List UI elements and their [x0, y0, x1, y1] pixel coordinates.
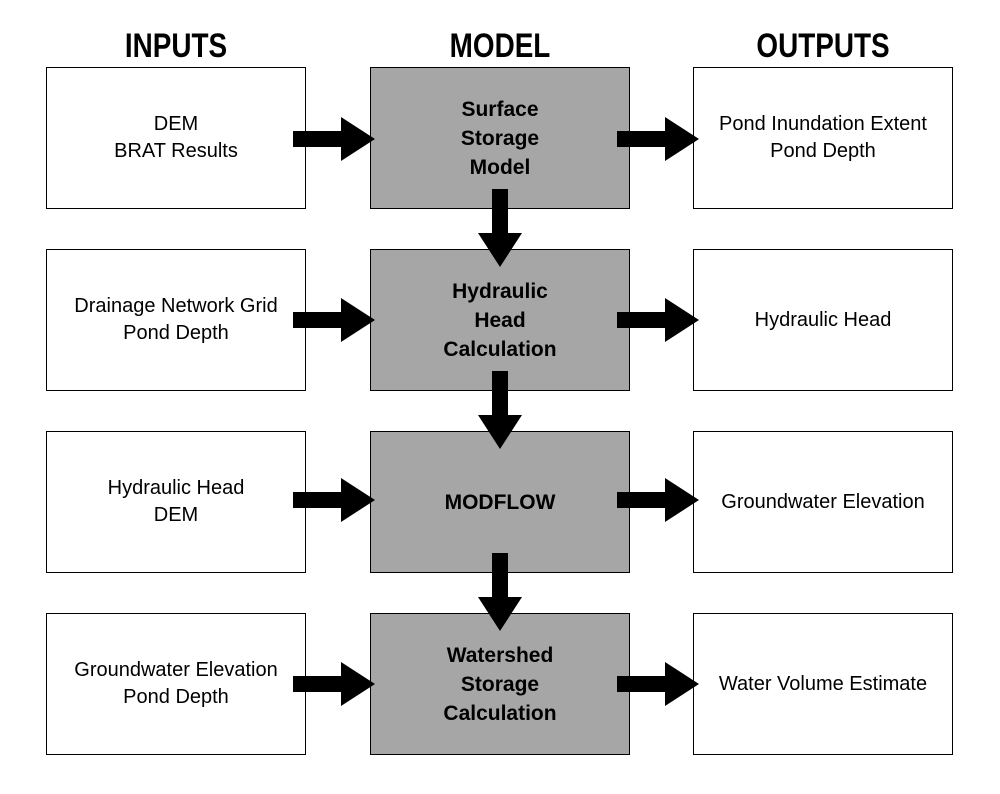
arrow-model-to-output-4 — [617, 662, 699, 706]
output-line: Pond Inundation Extent — [719, 113, 927, 135]
model-line: Surface — [461, 97, 539, 121]
input-line: DEM — [153, 504, 199, 526]
input-line: Groundwater Elevation — [74, 659, 278, 681]
inputs-header: INPUTS — [124, 27, 228, 65]
model-line: Head — [474, 308, 526, 332]
arrow-model-to-output-2 — [617, 298, 699, 342]
output-box-1: Pond Inundation Extent Pond Depth — [693, 67, 953, 209]
model-line: Model — [469, 155, 531, 179]
output-line: Water Volume Estimate — [718, 672, 928, 695]
model-box-watershed-storage: Watershed Storage Calculation — [370, 613, 630, 755]
output-line: Groundwater Elevation — [721, 490, 925, 513]
input-line: DEM — [153, 113, 199, 135]
input-line: Drainage Network Grid — [74, 295, 278, 317]
output-line: Hydraulic Head — [754, 308, 892, 331]
arrow-model-down-1 — [478, 189, 522, 267]
arrow-input-to-model-2 — [293, 298, 375, 342]
arrow-input-to-model-4 — [293, 662, 375, 706]
input-line: Pond Depth — [123, 686, 229, 708]
arrow-input-to-model-1 — [293, 117, 375, 161]
output-box-4: Water Volume Estimate — [693, 613, 953, 755]
model-line: Hydraulic — [452, 279, 548, 303]
model-line: Calculation — [443, 337, 557, 361]
arrow-model-to-output-3 — [617, 478, 699, 522]
input-line: Hydraulic Head — [107, 477, 245, 499]
model-line: Calculation — [443, 701, 557, 725]
input-line: Pond Depth — [123, 322, 229, 344]
outputs-header: OUTPUTS — [756, 27, 890, 65]
arrow-model-to-output-1 — [617, 117, 699, 161]
model-box-surface-storage: Surface Storage Model — [370, 67, 630, 209]
model-line: MODFLOW — [444, 490, 556, 514]
input-box-4: Groundwater Elevation Pond Depth — [46, 613, 306, 755]
output-line: Pond Depth — [770, 140, 876, 162]
model-line: Storage — [460, 126, 540, 150]
output-box-2: Hydraulic Head — [693, 249, 953, 391]
model-header: MODEL — [449, 27, 551, 65]
model-line: Storage — [460, 672, 540, 696]
arrow-model-down-3 — [478, 553, 522, 631]
model-line: Watershed — [446, 643, 554, 667]
arrow-model-down-2 — [478, 371, 522, 449]
input-box-2: Drainage Network Grid Pond Depth — [46, 249, 306, 391]
input-line: BRAT Results — [114, 140, 238, 162]
arrow-input-to-model-3 — [293, 478, 375, 522]
